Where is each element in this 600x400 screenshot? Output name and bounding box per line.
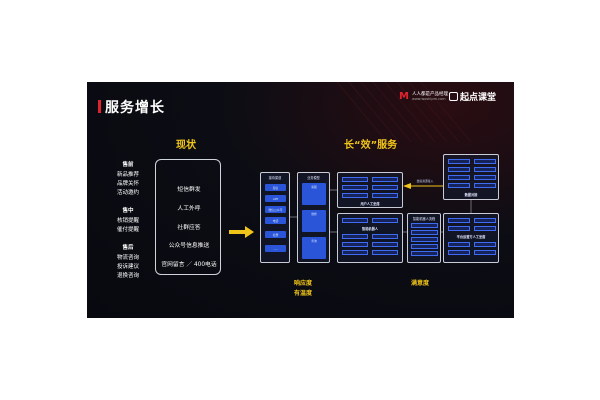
service-stage-list: 售前 新品推荐 品牌关怀 活动邀约 售中 核销提醒 催付提醒 售后 物流咨询 投…: [113, 160, 143, 289]
panel-channels: 接待渠道 短信 APP 微信公众号 电话 社群 ……: [260, 172, 290, 263]
current-status-box: 短信群发 人工外呼 社群应答 公众号信息推送 官网留言 ／ 400电话: [155, 159, 221, 275]
qidian-logo-icon: [449, 92, 458, 101]
model-block: 客服: [302, 183, 326, 205]
panel-data-docking: 数据对接: [443, 154, 499, 200]
status-item: 官网留言 ／ 400电话: [161, 262, 217, 268]
footer-response: 响应度: [293, 280, 312, 287]
heading-service: 长“效”服务: [344, 140, 398, 151]
panel-user-agents: 用户人工坐席: [337, 172, 403, 208]
footer-temperature: 有温度: [293, 290, 312, 297]
model-block: 维修: [302, 210, 326, 232]
slide: 服务增长 M 人人都是产品经理 www.woshipm.com 起点课堂 现状 …: [87, 82, 514, 318]
channel-block: 微信公众号: [265, 206, 286, 213]
channel-block: APP: [265, 195, 286, 202]
group-aftersale: 售后 物流咨询 投诉建议 退换咨询: [116, 245, 139, 279]
brand-line2: www.woshipm.com: [411, 97, 446, 101]
title-accent-bar: [98, 100, 101, 113]
page-title: 服务增长: [105, 100, 165, 116]
model-block: 查询: [302, 237, 326, 259]
status-item: 人工外呼: [177, 206, 201, 212]
status-item: 社群应答: [177, 225, 201, 231]
channel-block: 社群: [265, 231, 286, 238]
channel-block: 电话: [265, 217, 286, 224]
panel-robot-flow: 智能机器人流程: [407, 213, 441, 263]
status-item: 公众号信息推送: [168, 243, 210, 249]
group-presale: 售前 新品推荐 品牌关怀 活动邀约: [116, 162, 139, 196]
panel-business-model: 业务模型 客服 维修 查询: [297, 172, 330, 263]
brand-qidian: 起点课堂: [449, 90, 496, 103]
channel-block: 短信: [265, 184, 286, 191]
link-label: 坐席资源接入: [416, 179, 434, 183]
group-insale: 售中 核销提醒 催付提醒: [116, 208, 139, 233]
flow-connectors: [290, 183, 472, 233]
panel-platform-agents: 平台运营方人工坐席: [443, 213, 499, 263]
brand-line1: 人人都是产品经理: [411, 92, 448, 97]
brand-woshipm: M 人人都是产品经理 www.woshipm.com: [399, 91, 448, 102]
brand-name: 起点课堂: [460, 93, 497, 103]
panel-smart-robot: 智能机器人: [337, 213, 403, 263]
status-item: 短信群发: [177, 187, 201, 193]
channel-block: ……: [265, 245, 286, 252]
heading-current: 现状: [176, 140, 196, 151]
woshipm-logo-icon: M: [399, 91, 409, 102]
arrow-right-icon: [229, 226, 254, 238]
footer-satisfaction: 满意度: [410, 280, 429, 287]
